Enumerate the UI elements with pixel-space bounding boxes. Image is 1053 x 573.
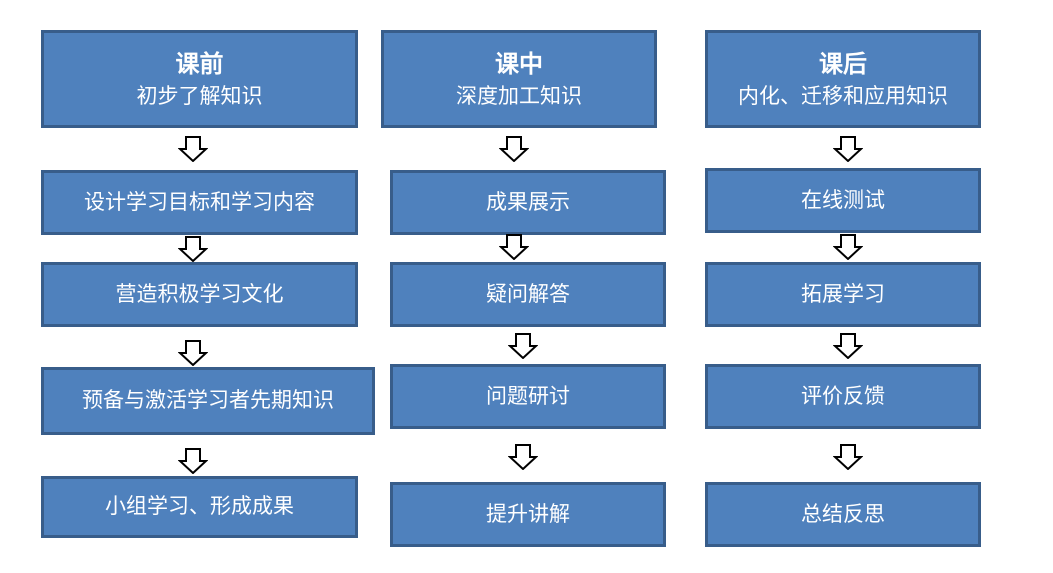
down-arrow-icon	[178, 340, 208, 366]
down-arrow-icon	[508, 444, 538, 470]
down-arrow-icon	[499, 234, 529, 260]
column-3-step-4: 总结反思	[705, 482, 981, 547]
down-arrow-icon	[178, 136, 208, 162]
column-2-step-4: 提升讲解	[390, 482, 666, 547]
down-arrow-icon	[508, 333, 538, 359]
down-arrow-icon	[833, 136, 863, 162]
column-3-subtitle: 内化、迁移和应用知识	[738, 83, 948, 108]
column-3-step-2: 拓展学习	[705, 262, 981, 327]
column-3-step-1: 在线测试	[705, 168, 981, 233]
column-2-step-1: 成果展示	[390, 170, 666, 235]
column-2-subtitle: 深度加工知识	[456, 83, 582, 108]
column-1-step-4: 小组学习、形成成果	[41, 476, 358, 538]
column-2-step-2: 疑问解答	[390, 262, 666, 327]
column-1-step-3: 预备与激活学习者先期知识	[41, 367, 375, 435]
column-2-header: 课中 深度加工知识	[381, 30, 657, 128]
column-1-title: 课前	[175, 48, 224, 78]
down-arrow-icon	[833, 234, 863, 260]
column-2-step-3: 问题研讨	[390, 364, 666, 429]
down-arrow-icon	[499, 136, 529, 162]
column-1-header: 课前 初步了解知识	[41, 30, 358, 128]
column-2-title: 课中	[495, 48, 543, 78]
column-1-step-2: 营造积极学习文化	[41, 262, 358, 327]
column-3-header: 课后 内化、迁移和应用知识	[705, 30, 981, 128]
down-arrow-icon	[178, 448, 208, 474]
column-1-subtitle: 初步了解知识	[136, 83, 263, 108]
column-3-step-3: 评价反馈	[705, 364, 981, 429]
down-arrow-icon	[833, 444, 863, 470]
down-arrow-icon	[833, 333, 863, 359]
column-3-title: 课后	[819, 48, 867, 78]
column-1-step-1: 设计学习目标和学习内容	[41, 170, 358, 235]
down-arrow-icon	[178, 236, 208, 262]
